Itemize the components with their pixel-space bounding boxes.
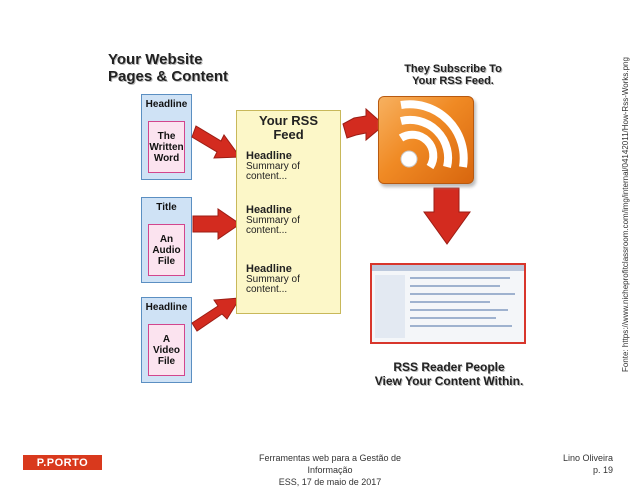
page-card-content: An Audio File (148, 224, 185, 276)
rss-reader-screenshot (370, 263, 526, 344)
reader-line (410, 277, 510, 279)
reader-line (410, 293, 515, 295)
reader-line (410, 309, 508, 311)
page-card-audio: Title An Audio File (141, 197, 192, 283)
reader-sidebar (375, 275, 405, 338)
arrow-page2-to-feed (192, 208, 241, 240)
reader-line (410, 301, 490, 303)
page-card-content: The Written Word (148, 121, 185, 173)
page-card-label: Headline (145, 99, 188, 110)
reader-toolbar (372, 265, 524, 271)
rss-feed-box: Your RSS Feed Headline Summary of conten… (236, 110, 341, 314)
reader-caption: RSS Reader People View Your Content With… (374, 360, 524, 388)
rss-waves-icon (398, 100, 468, 170)
page-card-video: Headline A Video File (141, 297, 192, 383)
footer-course: Ferramentas web para a Gestão de Informa… (258, 453, 402, 487)
rss-icon (378, 96, 474, 184)
subscribe-caption: They Subscribe To Your RSS Feed. (404, 63, 502, 87)
feed-entry: Headline Summary of content... (246, 204, 300, 236)
page-card-label: Title (156, 202, 177, 213)
arrow-page1-to-feed (191, 125, 241, 159)
reader-line (410, 285, 500, 287)
source-credit: Fonte: https://www.nicheprofitclassroom.… (621, 57, 630, 372)
pporto-logo: P.PORTO (23, 455, 102, 470)
feed-entry: Headline Summary of content... (246, 263, 300, 295)
arrow-feed-to-rss (342, 107, 385, 142)
arrow-rss-to-reader (423, 187, 471, 245)
page-card-content: A Video File (148, 324, 185, 376)
page-card-written: Headline The Written Word (141, 94, 192, 180)
arrow-page3-to-feed (191, 297, 241, 332)
feed-entry: Headline Summary of content... (246, 150, 300, 182)
reader-line (410, 325, 512, 327)
reader-line (410, 317, 496, 319)
page-card-label: Headline (145, 302, 188, 313)
rss-feed-title: Your RSS Feed (259, 113, 318, 142)
footer-author: Lino Oliveira p. 19 (562, 453, 613, 475)
website-heading: Your Website Pages & Content (108, 51, 229, 85)
